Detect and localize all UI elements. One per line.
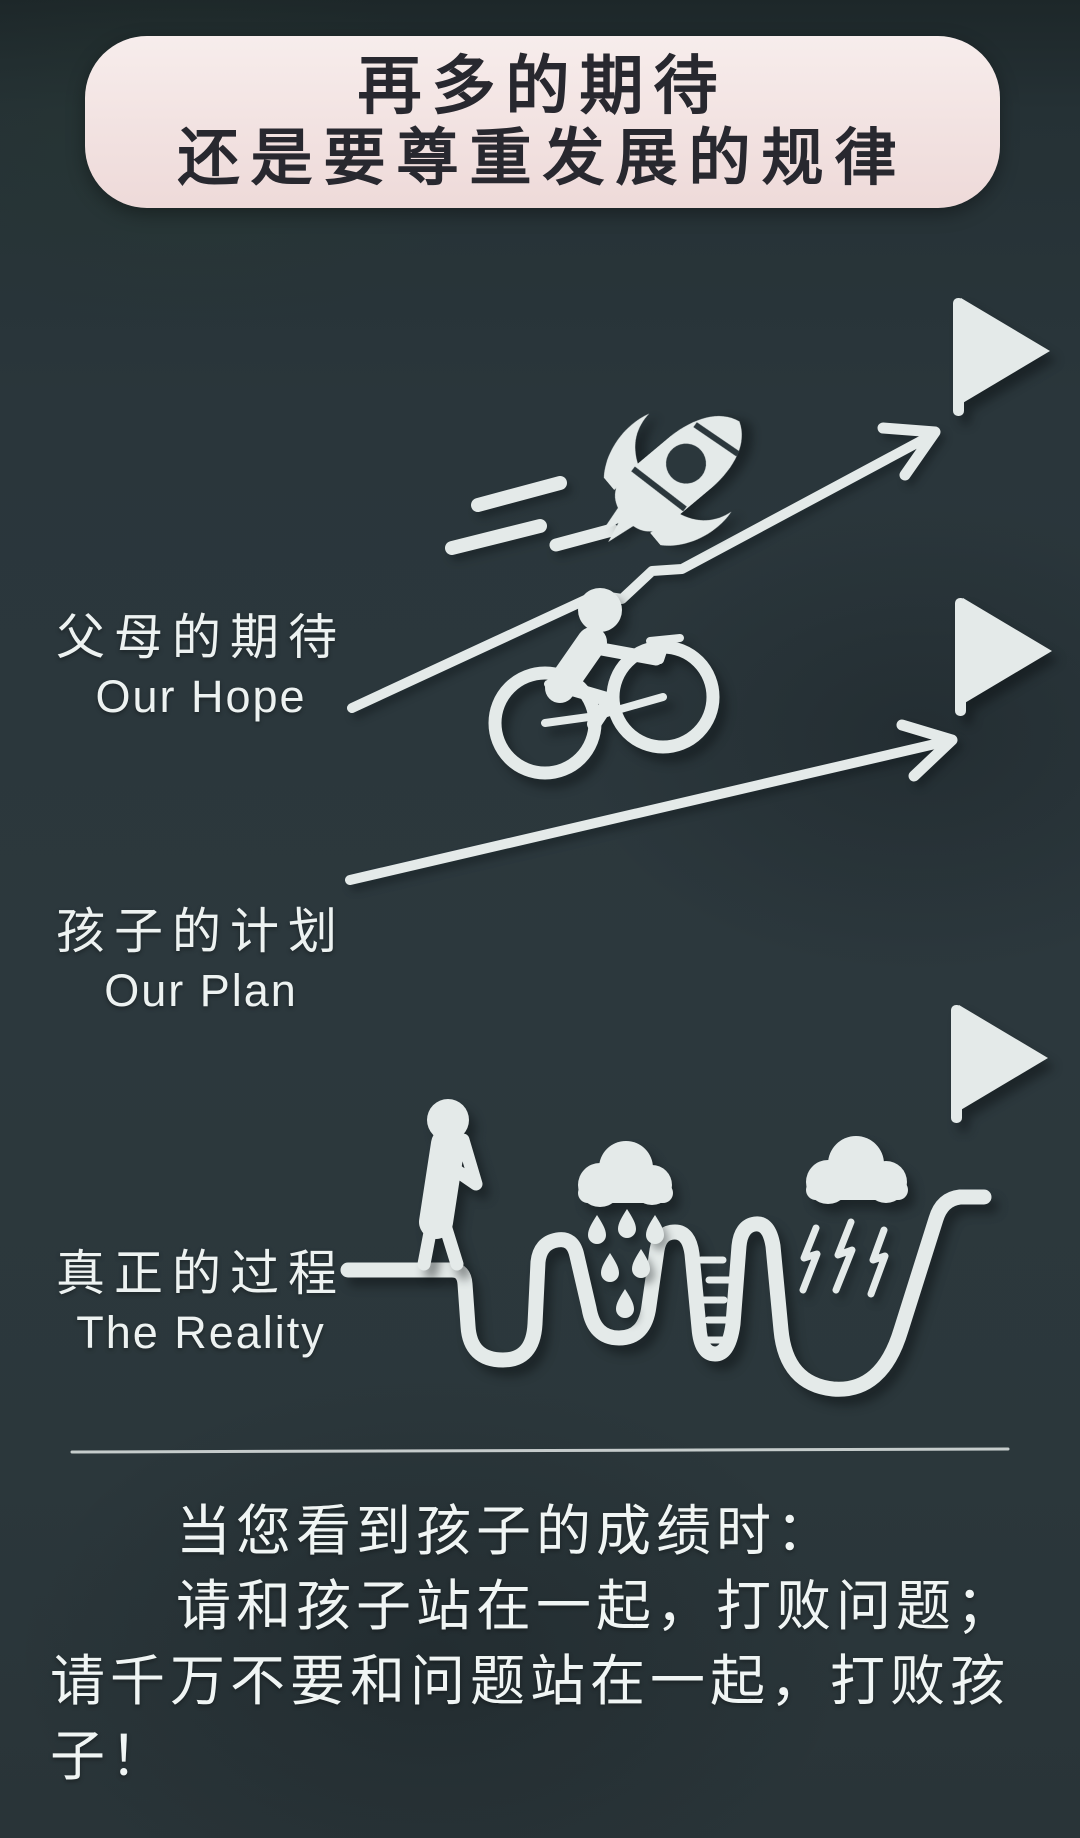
title-line-2: 还是要尊重发展的规律 [177, 124, 908, 193]
plan-arrow [345, 719, 958, 885]
label-hope-en: Our Hope [95, 671, 307, 722]
footer-line-1: 当您看到孩子的成绩时： [176, 1500, 837, 1562]
goal-flag-reality [951, 1005, 1048, 1123]
footer-line-2: 请和孩子站在一起，打败问题； [176, 1575, 1017, 1637]
title-bubble: 再多的期待 还是要尊重发展的规律 [85, 36, 1000, 208]
ladder-icon [696, 1256, 736, 1344]
footer-message: 当您看到孩子的成绩时： 请和孩子站在一起，打败问题； 请千万不要和问题站在一起，… [50, 1494, 1062, 1794]
rocket-exhaust [445, 476, 619, 555]
storm-cloud-icon [806, 1136, 908, 1204]
label-hope-zh: 父母的期待 [55, 611, 346, 665]
thinking-person-icon [417, 1099, 483, 1271]
label-plan-en: Our Plan [104, 965, 298, 1016]
title-line-1: 再多的期待 [357, 50, 728, 122]
rocket-icon [602, 413, 742, 546]
label-reality-en: The Reality [76, 1307, 326, 1358]
footer-line-3: 请千万不要和问题站在一起，打败孩 [50, 1650, 1011, 1712]
lightning-icon [799, 1218, 889, 1298]
goal-flag-plan [955, 598, 1052, 716]
rain-cloud-icon [578, 1141, 673, 1207]
goal-flag-hope [953, 298, 1050, 416]
label-hope: 父母的期待 Our Hope [38, 608, 364, 726]
label-plan: 孩子的计划 Our Plan [38, 902, 364, 1020]
divider-line [70, 1447, 1010, 1454]
label-plan-zh: 孩子的计划 [55, 905, 346, 959]
reality-path [340, 1189, 992, 1397]
footer-line-4: 子！ [50, 1725, 171, 1787]
label-reality-zh: 真正的过程 [55, 1247, 346, 1301]
label-reality: 真正的过程 The Reality [38, 1244, 364, 1362]
cyclist-icon [488, 588, 720, 780]
hope-arrow [347, 422, 941, 713]
